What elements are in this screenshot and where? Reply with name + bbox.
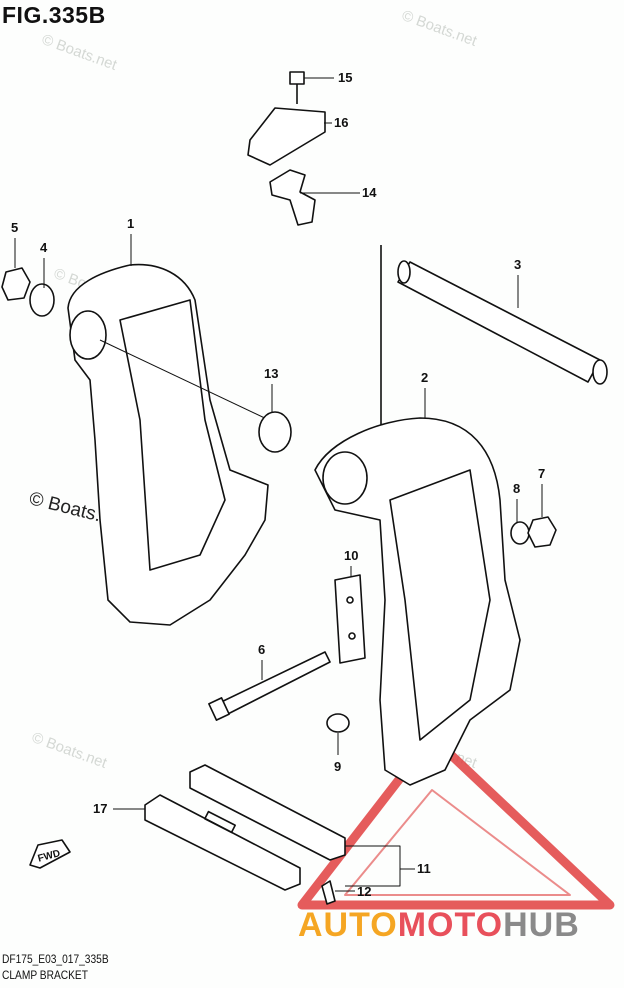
callout-6: 6: [258, 642, 266, 657]
screw-12: [321, 880, 336, 905]
logo-auto: AUTO: [298, 906, 398, 944]
logo-hub: HUB: [503, 906, 580, 944]
plate-10: [334, 574, 366, 664]
callout-11: 11: [417, 861, 431, 876]
callout-12: 12: [357, 884, 372, 899]
bolt-6: [214, 651, 331, 718]
figure-name: CLAMP BRACKET: [2, 968, 88, 982]
nut-7: [527, 516, 557, 548]
callout-15: 15: [338, 70, 353, 85]
washer-8: [510, 521, 530, 545]
callout-1: 1: [127, 216, 135, 231]
figure-code: DF175_E03_017_335B: [2, 952, 109, 966]
callout-14: 14: [362, 185, 377, 200]
shaft-3: [397, 261, 601, 383]
bushing-13: [258, 411, 292, 453]
washer-4: [29, 283, 55, 317]
fwd-arrow-icon: [29, 839, 71, 869]
washer-9: [326, 713, 350, 733]
callout-10: 10: [344, 548, 359, 563]
callout-3: 3: [514, 257, 522, 272]
callout-4: 4: [40, 240, 48, 255]
plate-14: [269, 169, 316, 226]
callout-8: 8: [513, 481, 521, 496]
automotohub-logo: AUTOMOTOHUB: [298, 908, 580, 942]
cover-16: [247, 107, 326, 166]
clamp-bracket-2: [314, 417, 521, 786]
figure-title: FIG.335B: [2, 2, 106, 28]
callout-16: 16: [334, 115, 349, 130]
clamp-bracket-1: [67, 263, 269, 626]
callout-7: 7: [538, 466, 546, 481]
callout-5: 5: [11, 220, 19, 235]
logo-moto: MOTO: [397, 906, 504, 944]
callout-17: 17: [93, 801, 108, 816]
callout-2: 2: [421, 370, 429, 385]
spacer-17b: [144, 794, 301, 891]
callout-9: 9: [334, 759, 342, 774]
logo-triangle: [297, 732, 615, 910]
nut-5: [1, 267, 31, 301]
bolt-15: [289, 71, 305, 104]
spacer-17a: [189, 764, 346, 861]
callout-13: 13: [264, 366, 279, 381]
